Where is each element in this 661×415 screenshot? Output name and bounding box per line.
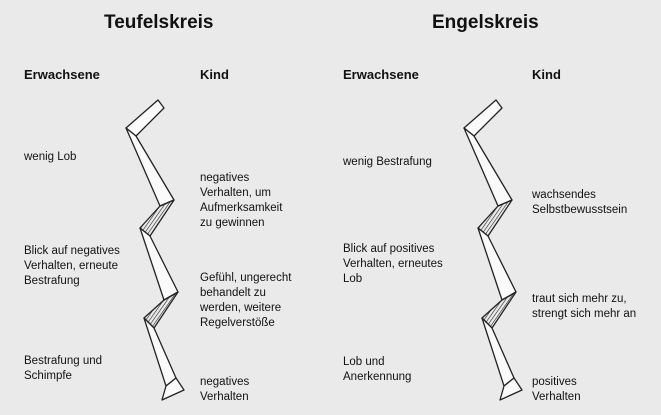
engelskreis-kind-item-3: positives Verhalten [532,376,581,403]
spiral-ribbon-icon [463,99,523,401]
teufelskreis-erwachsene-item-2: Blick auf negatives Verhalten, erneute B… [24,245,120,287]
engelskreis-erwachsene-item-1: wenig Bestrafung [343,156,432,168]
spiral-ribbon-icon [125,99,185,401]
teufelskreis-panel: Teufelskreis Erwachsene Kind wenig Lob B… [0,0,330,415]
teufelskreis-erwachsene-item-1: wenig Lob [24,151,77,163]
teufelskreis-kind-header: Kind [200,67,229,82]
teufelskreis-erwachsene-header: Erwachsene [24,67,100,82]
engelskreis-kind-item-1: wachsendes Selbstbewusstsein [532,189,628,216]
teufelskreis-erwachsene-item-3: Bestrafung und Schimpfe [24,355,103,382]
engelskreis-erwachsene-header: Erwachsene [343,67,419,82]
engelskreis-kind-item-2: traut sich mehr zu, strengt sich mehr an [532,293,637,320]
teufelskreis-kind-item-1: negatives Verhalten, um Aufmerksamkeit z… [200,172,283,229]
engelskreis-erwachsene-item-2: Blick auf positives Verhalten, erneutes … [343,243,443,285]
engelskreis-panel: Engelskreis Erwachsene Kind wenig Bestra… [330,0,660,415]
teufelskreis-kind-item-2: Gefühl, ungerecht behandelt zu werden, w… [200,272,292,329]
teufelskreis-kind-item-3: negatives Verhalten [200,376,250,403]
engelskreis-title: Engelskreis [432,12,539,33]
engelskreis-kind-header: Kind [532,67,561,82]
engelskreis-erwachsene-item-3: Lob und Anerkennung [343,356,412,383]
teufelskreis-title: Teufelskreis [104,12,214,33]
